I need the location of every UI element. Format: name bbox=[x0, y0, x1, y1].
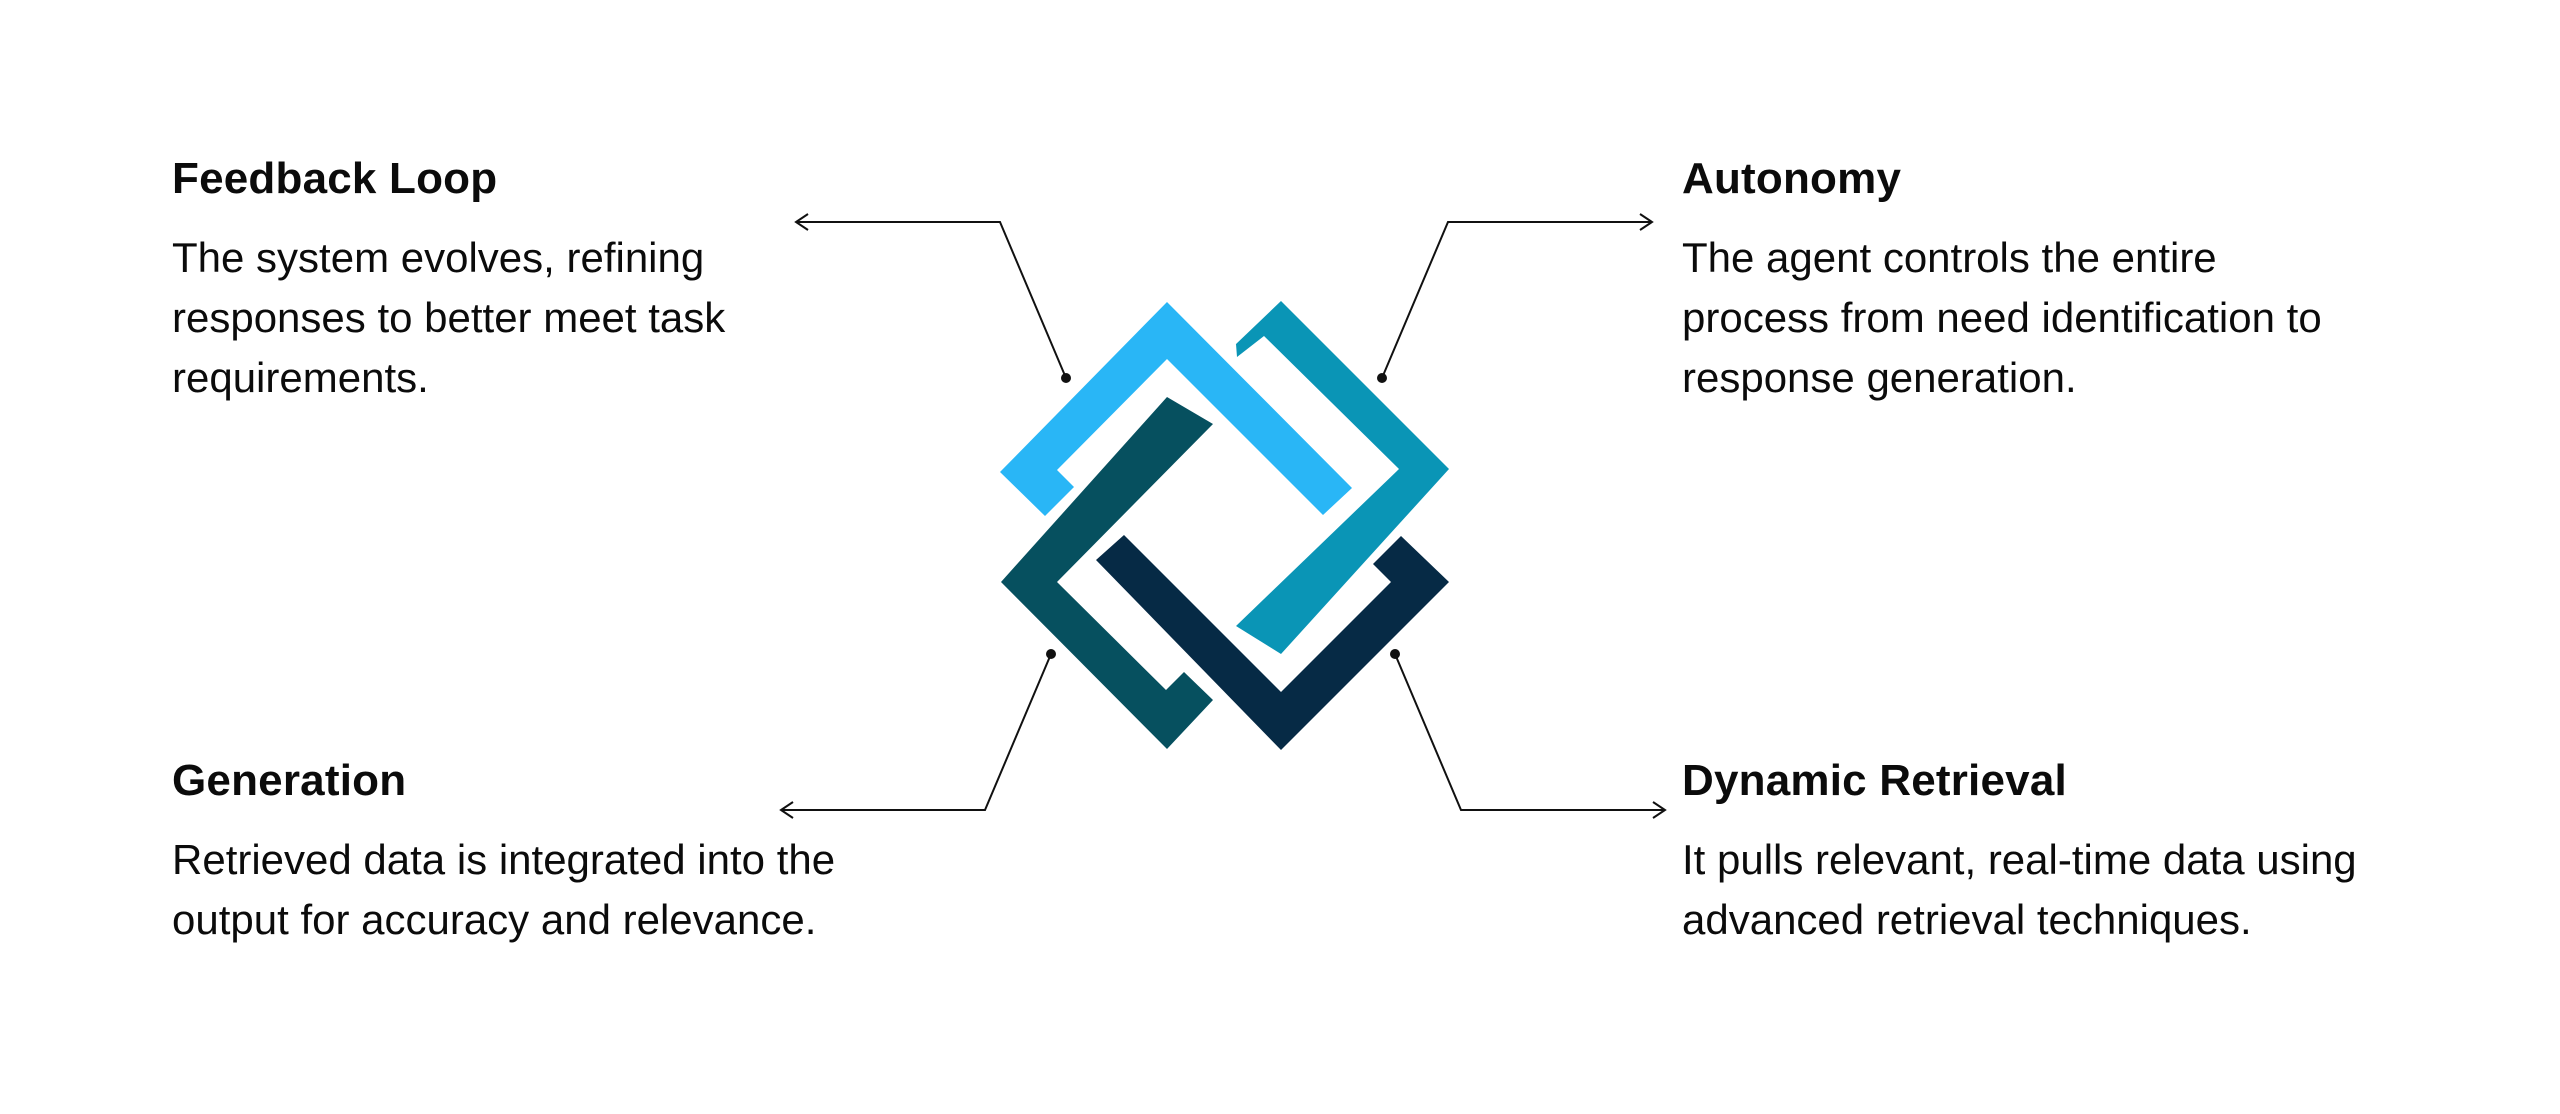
connector-dot-feedback-loop bbox=[1061, 373, 1071, 383]
generation-shape bbox=[1001, 397, 1213, 749]
feedback-loop-block: Feedback Loop The system evolves, refini… bbox=[172, 152, 852, 408]
autonomy-title: Autonomy bbox=[1682, 154, 1902, 203]
connector-dot-generation bbox=[1046, 649, 1056, 659]
generation-block: Generation Retrieved data is integrated … bbox=[172, 754, 852, 950]
connector-dot-autonomy bbox=[1377, 373, 1387, 383]
autonomy-description: The agent controls the entire process fr… bbox=[1682, 234, 2322, 401]
generation-title: Generation bbox=[172, 756, 407, 805]
feedback-loop-shape bbox=[1000, 302, 1352, 516]
feedback-loop-title: Feedback Loop bbox=[172, 154, 498, 203]
dynamic-retrieval-title: Dynamic Retrieval bbox=[1682, 756, 2067, 805]
dynamic-retrieval-shape bbox=[1096, 535, 1449, 750]
autonomy-shape bbox=[1235, 301, 1449, 654]
connector-dynamic-retrieval bbox=[1394, 653, 1667, 819]
dynamic-retrieval-block: Dynamic Retrieval It pulls relevant, rea… bbox=[1682, 754, 2362, 950]
connector-autonomy bbox=[1381, 213, 1654, 379]
feedback-loop-description: The system evolves, refining responses t… bbox=[172, 234, 726, 401]
dynamic-retrieval-description: It pulls relevant, real-time data using … bbox=[1682, 836, 2357, 943]
connector-generation bbox=[779, 653, 1052, 819]
connector-dot-dynamic-retrieval bbox=[1390, 649, 1400, 659]
connector-feedback-loop bbox=[794, 213, 1067, 379]
autonomy-block: Autonomy The agent controls the entire p… bbox=[1682, 152, 2362, 408]
generation-description: Retrieved data is integrated into the ou… bbox=[172, 836, 836, 943]
